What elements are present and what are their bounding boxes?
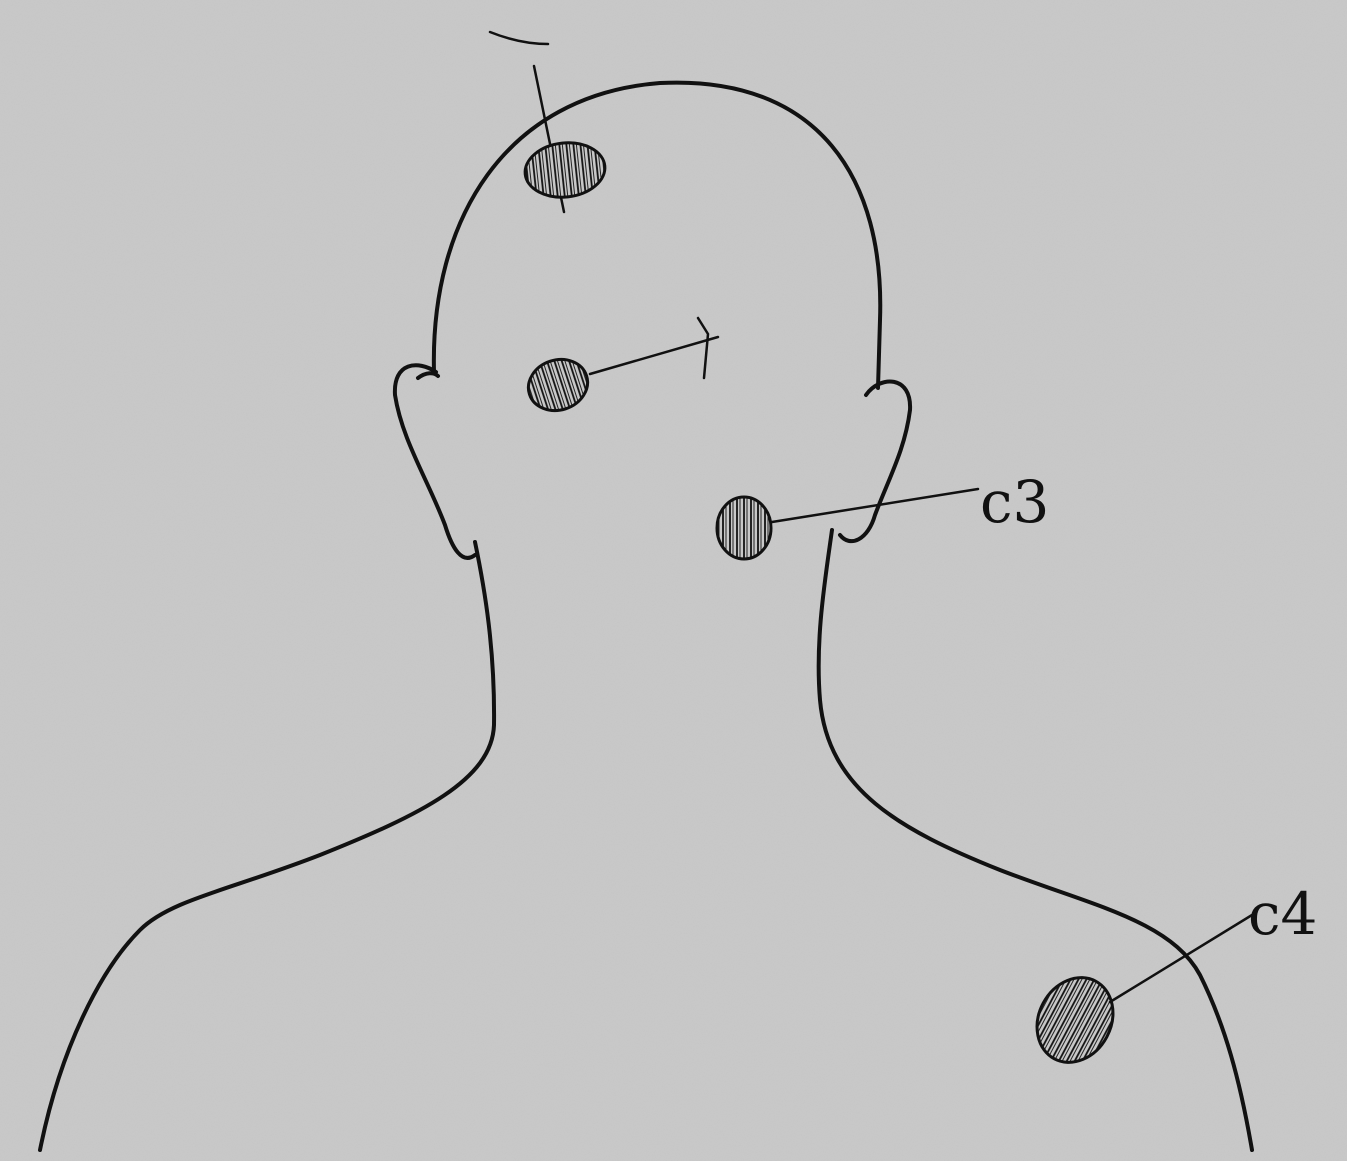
- c4-label: c4: [1248, 880, 1317, 948]
- c3-label: c3: [980, 468, 1049, 536]
- hatched-spot-c3: [717, 497, 771, 559]
